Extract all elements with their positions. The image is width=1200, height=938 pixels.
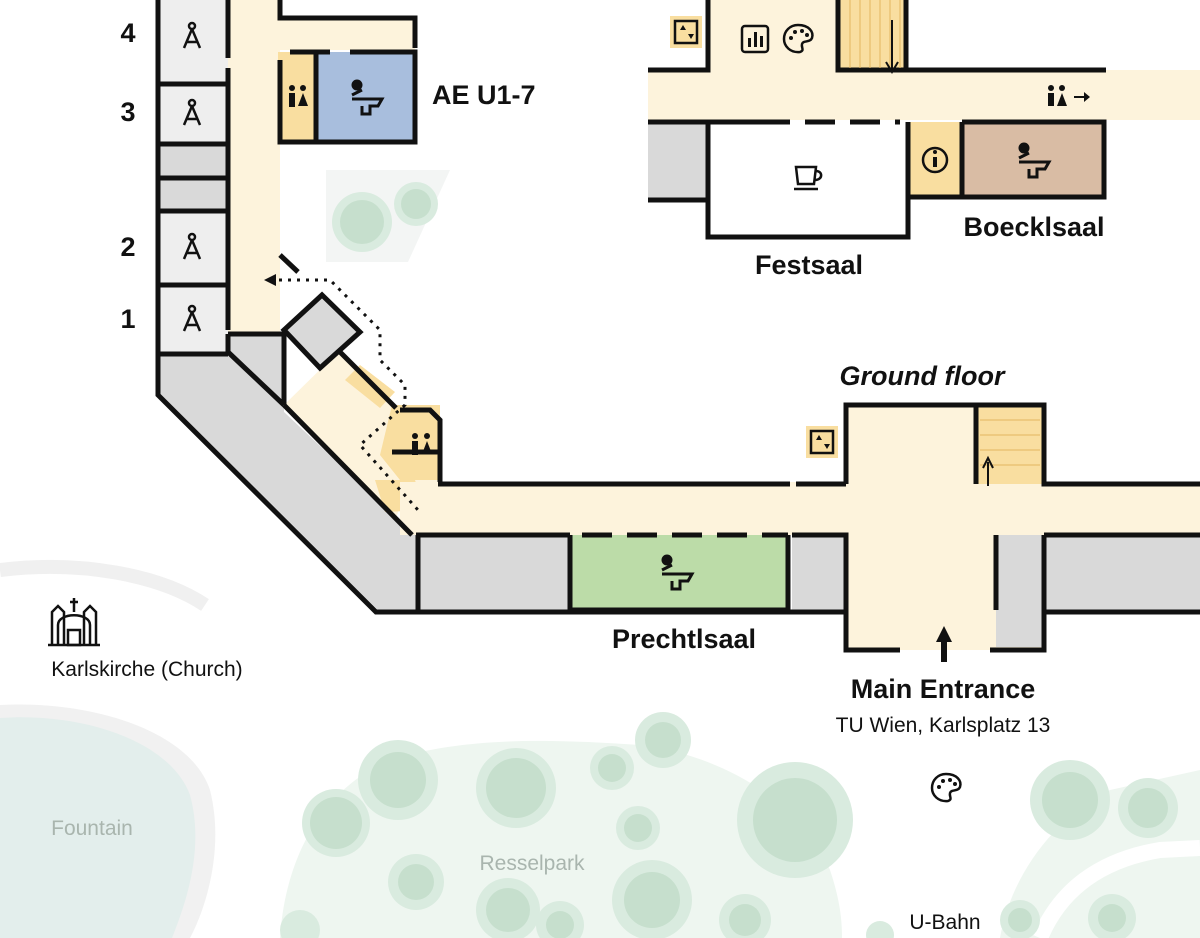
lectern-icon xyxy=(351,79,385,116)
fountain-label: Fountain xyxy=(51,817,133,840)
drawing-room-number: 4 xyxy=(120,18,135,48)
info-icon xyxy=(921,146,949,174)
dashed-walls xyxy=(582,119,900,538)
restroom-icon xyxy=(289,85,308,107)
compass-icon-3 xyxy=(182,98,202,126)
park-area xyxy=(0,170,1200,938)
palette-icon xyxy=(782,23,814,54)
compass-icon-4 xyxy=(182,21,202,49)
room-label-fest: Festsaal xyxy=(755,250,863,280)
left-wing xyxy=(158,0,440,610)
walls xyxy=(155,0,1200,653)
restroom-icon-2 xyxy=(412,433,432,455)
palette-icon-2 xyxy=(930,772,962,803)
restroom-direction-icon xyxy=(1048,85,1090,106)
top-right-wing xyxy=(648,0,1200,237)
stairs-up-arrow-icon xyxy=(982,455,994,486)
chart-icon xyxy=(740,24,770,54)
park-label: Resselpark xyxy=(479,852,585,875)
drawing-room-icons xyxy=(182,21,202,332)
stairs-icon xyxy=(849,0,1040,466)
fountain-pool xyxy=(0,717,196,938)
coffee-icon xyxy=(794,165,823,191)
compass-icon-1 xyxy=(182,304,202,332)
room-label-boeckl: Boecklsaal xyxy=(963,212,1104,242)
lectern-icon-prechtl xyxy=(661,554,695,591)
floor-label: Ground floor xyxy=(840,361,1006,391)
route-path xyxy=(264,274,420,511)
elevator-icon-2 xyxy=(806,426,838,458)
church-label: Karlskirche (Church) xyxy=(51,658,242,681)
church-icon xyxy=(48,598,100,647)
entrance-address: TU Wien, Karlsplatz 13 xyxy=(836,714,1051,737)
stairs-down-arrow-icon xyxy=(885,20,899,74)
room-label-ae: AE U1-7 xyxy=(432,80,536,110)
route-arrow-icon xyxy=(264,274,276,286)
drawing-room-number: 3 xyxy=(120,97,135,127)
room-label-prechtl: Prechtlsaal xyxy=(612,624,756,654)
drawing-room-numbers: 4 3 2 1 xyxy=(120,18,135,334)
main-entrance-title: Main Entrance xyxy=(851,674,1036,704)
lectern-icon-boeckl xyxy=(1018,142,1052,179)
elevator-icon xyxy=(670,16,702,48)
compass-icon-2 xyxy=(182,232,202,260)
ubahn-label: U-Bahn xyxy=(909,911,980,934)
entrance-arrow-icon xyxy=(936,626,952,662)
drawing-room-number: 1 xyxy=(120,304,135,334)
drawing-room-number: 2 xyxy=(120,232,135,262)
main-corridor xyxy=(400,405,1200,650)
